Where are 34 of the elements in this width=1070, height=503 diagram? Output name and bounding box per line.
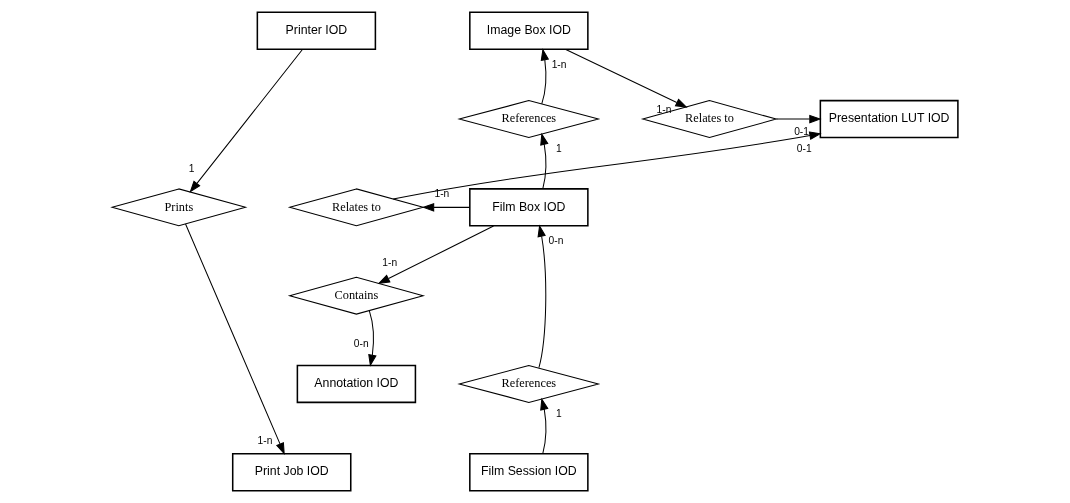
- arrow: [185, 223, 285, 455]
- arrow: [540, 132, 549, 190]
- node-box: Print Job IOD: [231, 452, 352, 492]
- arrow: [540, 397, 549, 455]
- arrow: [537, 224, 547, 369]
- node-diamond: References: [457, 100, 601, 139]
- edge-label: 0-n: [353, 338, 369, 350]
- edge-label: 0-n: [548, 235, 564, 247]
- edge-label: 1-n: [551, 59, 567, 70]
- arrow: [377, 225, 495, 284]
- arrow: [368, 310, 377, 367]
- edge-label: 1-n: [382, 257, 398, 268]
- node-box: Film Box IOD: [469, 188, 589, 227]
- arrow: [776, 114, 822, 124]
- arrow: [189, 49, 303, 193]
- edge-label: 0-1: [794, 125, 809, 137]
- edge-label: 1: [188, 162, 195, 174]
- node-diamond: References: [457, 364, 601, 403]
- edge-label: 1-n: [434, 187, 450, 199]
- node-box: Image Box IOD: [469, 11, 589, 51]
- node-box: Film Session IOD: [469, 452, 589, 492]
- node-diamond: Prints: [110, 188, 248, 227]
- edge-label: 1: [555, 142, 562, 154]
- edge-label: 1-n: [257, 435, 273, 447]
- edge-label: 1: [555, 407, 562, 419]
- node-box: Presentation LUT IOD: [819, 99, 959, 139]
- edge-label: 1-n: [656, 104, 672, 116]
- arrow: [565, 49, 688, 108]
- arrow: [392, 131, 822, 200]
- node-box: Annotation IOD: [296, 364, 417, 404]
- arrow: [540, 48, 550, 105]
- arrow: [421, 203, 471, 212]
- edge-label: 0-1: [796, 143, 812, 155]
- node-box: Printer IOD: [256, 11, 377, 51]
